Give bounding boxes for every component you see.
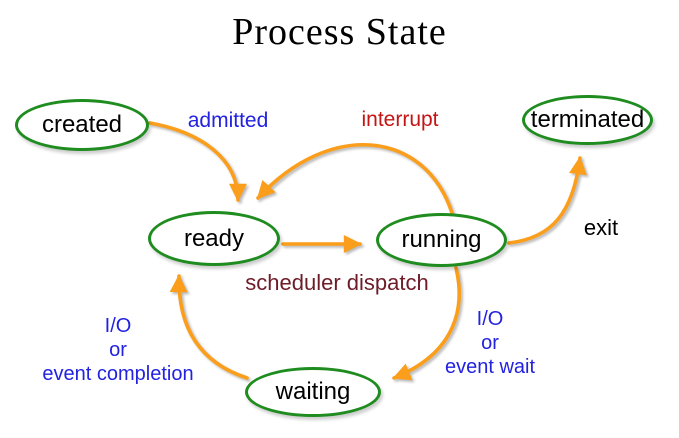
arrow-interrupt — [256, 142, 454, 215]
arrow-event-completion — [169, 274, 249, 380]
state-waiting-label: waiting — [275, 378, 351, 405]
arrow-event-wait — [392, 266, 461, 381]
state-running: running — [376, 213, 507, 267]
state-running-label: running — [401, 226, 482, 253]
transition-label-admitted: admitted — [187, 109, 269, 132]
transition-label-event-wait: I/O or event wait — [444, 308, 536, 378]
state-created: created — [15, 99, 149, 151]
arrow-admitted — [148, 121, 247, 202]
state-ready: ready — [148, 211, 280, 266]
state-waiting: waiting — [245, 367, 381, 417]
transition-label-exit: exit — [583, 215, 619, 240]
state-ready-label: ready — [183, 224, 245, 252]
transition-label-interrupt: interrupt — [361, 108, 439, 131]
diagram-title: Process State — [232, 11, 447, 53]
state-created-label: created — [41, 111, 123, 138]
transition-label-event-completion: I/O or event completion — [42, 315, 194, 385]
arrow-exit — [507, 156, 587, 245]
state-terminated-label: terminated — [530, 106, 645, 133]
transition-label-scheduler-dispatch: scheduler dispatch — [245, 270, 429, 295]
state-terminated: terminated — [522, 95, 653, 145]
